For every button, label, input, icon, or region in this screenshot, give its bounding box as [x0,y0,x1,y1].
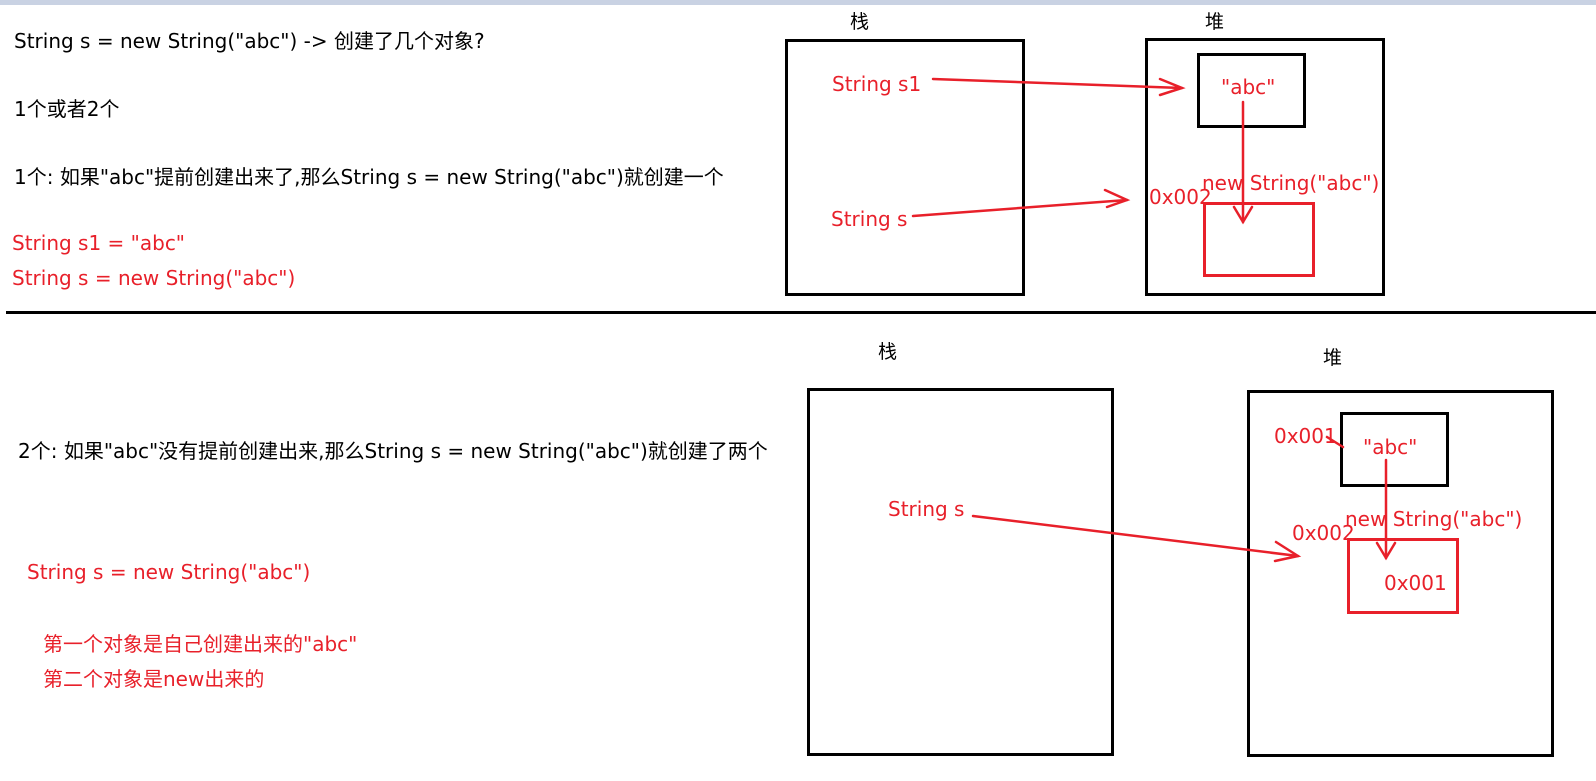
bottom-literal-box [1340,412,1449,487]
top-new-object-box [1203,202,1315,277]
question-text: String s = new String("abc") -> 创建了几个对象? [14,29,485,53]
bottom-object-content: 0x001 [1384,571,1447,595]
bottom-object-address: 0x002 [1292,521,1355,545]
top-heap-label: 堆 [1205,11,1225,33]
bottom-literal-address: 0x001 [1274,424,1337,448]
top-stack-box [785,39,1025,296]
top-stack-label: 栈 [850,11,870,33]
note-second-object: 第二个对象是new出来的 [43,667,265,691]
code-line-s: String s = new String("abc") [12,266,296,290]
case-two-text: 2个: 如果"abc"没有提前创建出来,那么String s = new Str… [18,439,768,463]
top-new-string-label: new String("abc") [1202,171,1380,195]
top-address-label: 0x002 [1149,185,1212,209]
note-first-object: 第一个对象是自己创建出来的"abc" [43,632,358,656]
bottom-literal-text: "abc" [1363,435,1418,459]
arrowhead-s [1103,188,1131,209]
top-var-s: String s [831,207,908,231]
bottom-new-object-box [1347,538,1459,614]
top-literal-box [1197,53,1306,128]
bottom-stack-box [807,388,1114,756]
bottom-heap-label: 堆 [1323,347,1343,369]
bottom-code-line: String s = new String("abc") [27,560,311,584]
answer-text: 1个或者2个 [14,97,120,121]
top-literal-text: "abc" [1221,75,1276,99]
top-bar [0,0,1596,5]
bottom-stack-label: 栈 [878,341,898,363]
bottom-heap-box [1247,390,1554,757]
top-var-s1: String s1 [832,72,922,96]
top-heap-box [1145,38,1385,296]
section-divider [6,311,1596,314]
code-line-s1: String s1 = "abc" [12,231,186,255]
case-one-text: 1个: 如果"abc"提前创建出来了,那么String s = new Stri… [14,165,724,189]
bottom-var-s: String s [888,497,965,521]
bottom-new-string-label: new String("abc") [1345,507,1523,531]
